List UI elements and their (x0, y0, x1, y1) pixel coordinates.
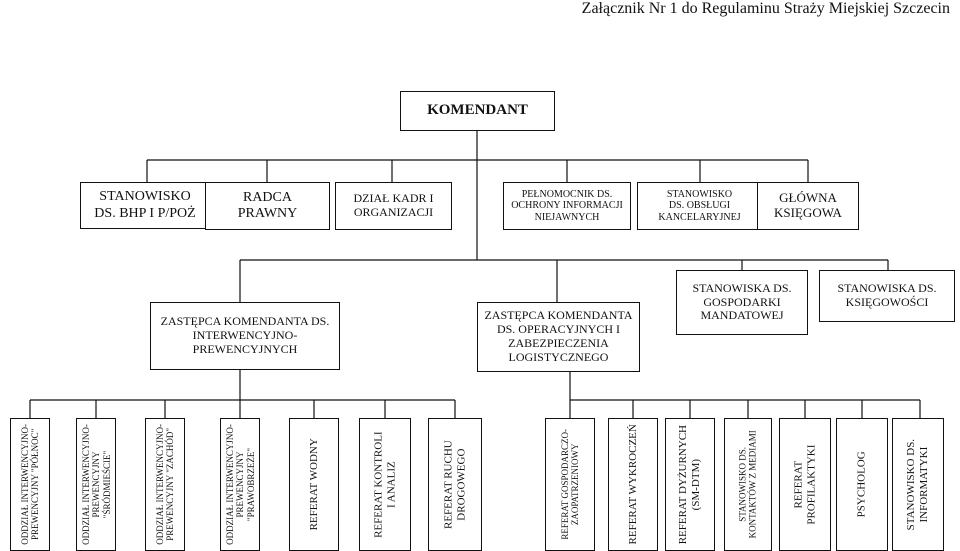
row3-box-6-line-1: REFERAT KONTROLI (372, 431, 385, 538)
row3-box-4: ODDZIAŁ INTERWENCYJNO-PREWENCYJNY"PRAWOB… (220, 418, 260, 551)
row3-box-4-line-3: "PRAWOBRZEŻE" (245, 447, 256, 522)
row1-box-3-line-1: DZIAŁ KADR I (353, 191, 434, 206)
komendant-box: KOMENDANT (400, 91, 555, 131)
row2-box-4: STANOWISKA DS.KSIĘGOWOŚCI (819, 270, 955, 322)
row2-box-3-line-2: GOSPODARKI (703, 294, 781, 309)
row3-box-7-line-2: DROGOWEGO (455, 448, 468, 521)
row3-box-10-line-2: (SM-DTM) (690, 458, 702, 511)
row2-box-2-line-3: ZABEZPIECZENIA (508, 336, 609, 350)
row1-box-1-line-1: STANOWISKO (99, 189, 191, 205)
row3-box-14: STANOWISKO DS.INFORMATYKI (892, 418, 944, 551)
row3-box-2-line-3: "ŚRÓDMIEŚCIE" (101, 450, 112, 519)
row2-box-3-line-3: MANDATOWEJ (700, 308, 784, 323)
row1-box-2-line-1: RADCA (242, 189, 292, 205)
row2-box-3-line-1: STANOWISKA DS. (692, 280, 792, 295)
row2-box-4-line-2: KSIĘGOWOŚCI (845, 295, 929, 309)
row3-box-2: ODDZIAŁ INTERWENCYJNO-PREWENCYJNY"ŚRÓDMI… (76, 418, 116, 551)
row3-box-12-line-1: REFERAT (792, 460, 805, 509)
row2-box-2-line-4: LOGISTYCZNEGO (508, 349, 609, 364)
row3-box-5-line-1: REFERAT WODNY (307, 438, 320, 531)
row3-box-8-line-2: ZAOPATRZENIOWY (570, 443, 581, 526)
row1-box-5-line-1: STANOWISKO (666, 188, 733, 200)
komendant-label: KOMENDANT (427, 102, 528, 119)
row1-box-5-line-3: KANCELARYJNEJ (658, 211, 741, 223)
row3-box-2-line-1: ODDZIAŁ INTERWENCYJNO- (80, 424, 91, 545)
row1-box-1-line-2: DS. BHP I P/POŻ (94, 205, 196, 221)
row2-box-2-line-2: DS. OPERACYJNYCH I (496, 322, 620, 337)
row2-box-1-line-2: INTERWENCYJNO- (192, 328, 298, 343)
document-title: Załącznik Nr 1 do Regulaminu Straży Miej… (581, 0, 950, 17)
row3-box-2-line-2: PREWENCYJNY (90, 451, 101, 518)
row3-box-12-line-2: PROFILAKTYKI (805, 444, 817, 525)
row1-box-2-line-2: PRAWNY (237, 206, 298, 221)
row3-box-8-line-1: REFERAT GOSPODARCZO- (559, 429, 570, 540)
row2-box-2-line-1: ZASTĘPCA KOMENDANTA (484, 308, 633, 323)
row3-box-5: REFERAT WODNY (289, 418, 339, 551)
row3-box-4-line-2: PREWENCYJNY (234, 451, 245, 518)
row3-box-4-line-1: ODDZIAŁ INTERWENCYJNO- (224, 424, 235, 545)
row3-box-3: ODDZIAŁ INTERWENCYJNO-PREWENCYJNY "ZACHÓ… (145, 418, 185, 551)
row3-box-9: REFERAT WYKROCZEŃ (608, 418, 658, 551)
row3-box-3-line-1: ODDZIAŁ INTERWENCYJNO- (154, 424, 165, 545)
row3-box-13-line-1: PSYCHOLOG (855, 451, 868, 518)
row3-box-7-line-1: REFERAT RUCHU (442, 440, 455, 529)
row3-box-1: ODDZIAŁ INTERWENCYJNO-PREWENCYJNY "PÓŁNO… (10, 418, 50, 551)
row3-box-6-line-2: I ANALIZ (385, 461, 398, 508)
row3-box-8: REFERAT GOSPODARCZO-ZAOPATRZENIOWY (545, 418, 595, 551)
row3-box-1-line-1: ODDZIAŁ INTERWENCYJNO- (19, 424, 30, 545)
row1-box-4-line-3: NIEJAWNYCH (534, 211, 600, 223)
row3-box-9-line-1: REFERAT WYKROCZEŃ (626, 424, 639, 545)
row2-box-1-line-1: ZASTĘPCA KOMENDANTA DS. (160, 314, 330, 329)
row1-box-6-line-2: KSIĘGOWA (774, 205, 842, 220)
row3-box-11-line-1: STANOWISKO DS. (737, 447, 748, 522)
row2-box-1-line-3: PREWENCYJNYCH (192, 341, 298, 356)
row1-box-6-line-1: GŁÓWNA (779, 190, 837, 206)
row3-box-11-line-2: KONTAKTÓW Z MEDIAMI (748, 430, 759, 539)
row3-box-10: REFERAT DYŻURNYCH(SM-DTM) (665, 418, 715, 551)
row3-box-10-line-1: REFERAT DYŻURNYCH (677, 424, 690, 545)
row2-box-4-line-1: STANOWISKA DS. (837, 281, 937, 296)
row1-box-5-line-2: DS. OBSŁUGI (668, 200, 731, 212)
row1-box-4-line-1: PEŁNOMOCNIK DS. (521, 188, 613, 200)
row3-box-1-line-2: PREWENCYJNY "PÓŁNOC" (30, 428, 41, 541)
row3-box-11: STANOWISKO DS.KONTAKTÓW Z MEDIAMI (724, 418, 772, 551)
row1-box-3-line-2: ORGANIZACJI (353, 205, 434, 219)
row3-box-14-line-2: INFORMATYKI (918, 446, 930, 523)
row2-box-1: ZASTĘPCA KOMENDANTA DS.INTERWENCYJNO-PRE… (150, 302, 340, 370)
row3-box-14-line-1: STANOWISKO DS. (905, 438, 918, 531)
row3-box-3-line-2: PREWENCYJNY "ZACHÓD" (165, 428, 176, 541)
row1-box-4-line-2: OCHRONY INFORMACJI (511, 200, 623, 212)
row3-box-13: PSYCHOLOG (836, 418, 888, 551)
